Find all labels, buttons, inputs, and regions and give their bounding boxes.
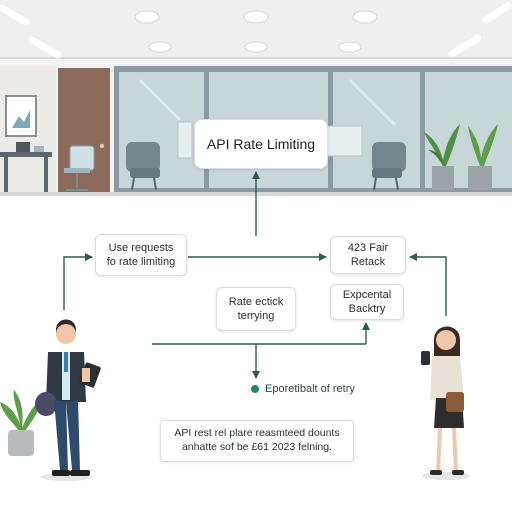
- node-exponential: Eporetibalt of retry: [251, 383, 355, 395]
- desk: [0, 142, 52, 193]
- node-retry: Rate ectick terrying: [216, 287, 296, 331]
- picture-frame: [5, 95, 37, 137]
- node-retry-line-2: terrying: [237, 310, 275, 322]
- node-caption: API rest rel plare reasmteed dounts anha…: [160, 420, 354, 462]
- arrow-right-loop: [409, 253, 447, 316]
- plant-back-left: [424, 124, 460, 190]
- node-requests: Use requests fo rate limiting: [95, 234, 187, 276]
- arrow-left-loop: [63, 253, 93, 310]
- node-requests-line-1: Use requests: [108, 241, 174, 254]
- node-caption-line-1: API rest rel plare reasmteed dounts: [174, 427, 340, 440]
- node-fair-line-2: Retack: [350, 256, 386, 268]
- office-chair: [64, 145, 95, 191]
- node-backoff-line-2: Backtry: [348, 303, 386, 315]
- node-backoff-line-1: Expcental: [342, 288, 392, 301]
- node-backoff: Expcental Backtry: [330, 284, 404, 320]
- plant-front: [0, 390, 42, 456]
- node-retry-line-1: Rate ectick: [228, 295, 284, 308]
- plant-back-right: [468, 124, 498, 190]
- title-label: API Rate Limiting: [206, 135, 316, 152]
- node-fair: 423 Fair Retack: [330, 236, 406, 274]
- node-exponential-label: Eporetibalt of retry: [265, 383, 355, 395]
- person-man: [35, 319, 101, 481]
- node-requests-line-2: fo rate limiting: [106, 256, 176, 268]
- diagram-title: API Rate Limiting: [194, 119, 328, 169]
- meeting-chair-left: [126, 142, 160, 191]
- node-caption-line-2: anhatte sof be £61 2023 felning.: [181, 441, 333, 453]
- node-fair-line-1: 423 Fair: [347, 241, 389, 254]
- person-woman: [421, 326, 470, 480]
- bullet-dot-icon: [251, 385, 259, 393]
- meeting-chair-right: [372, 142, 406, 191]
